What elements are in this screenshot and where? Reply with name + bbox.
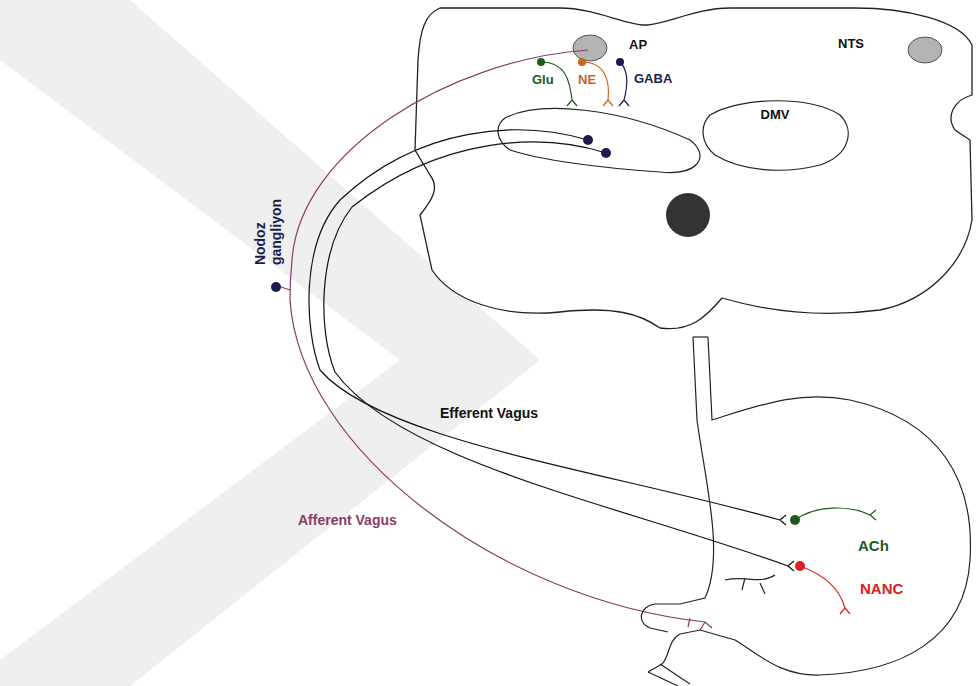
transmitter-label: Glu — [532, 73, 554, 88]
nerve-label: Efferent Vagus — [440, 405, 538, 421]
transmitter-label: GABA — [634, 72, 672, 87]
brainstem-outline — [415, 8, 972, 329]
area-label: AP — [629, 38, 647, 53]
neuron-body — [795, 561, 805, 571]
neuron-body — [790, 515, 800, 525]
interneurons — [541, 62, 629, 106]
area-label: NTS — [838, 37, 864, 52]
neuron-label: ACh — [858, 537, 889, 554]
transmitter-label: NE — [578, 73, 596, 88]
neuron-body — [616, 58, 624, 66]
enteric-neurons — [795, 508, 876, 614]
central-canal — [666, 193, 710, 237]
neuron-body — [537, 58, 545, 66]
neuron-body — [583, 135, 593, 145]
nucleus-label: DMV — [700, 107, 850, 122]
nucleus-outline: DMV — [700, 95, 850, 173]
nerve-label: Afferent Vagus — [298, 512, 397, 528]
neuron-label: NANC — [860, 580, 903, 597]
efferent-vagus — [309, 130, 794, 571]
nts-nucleus — [573, 35, 607, 61]
nucleus-shape — [700, 95, 850, 173]
ganglion-label: Nodoz gangliyon — [252, 193, 284, 265]
neuron-body — [601, 148, 611, 158]
stomach-outline — [641, 337, 970, 686]
nodose-ganglion — [271, 282, 281, 292]
nts-nucleus — [908, 37, 942, 63]
neuron-body — [578, 58, 586, 66]
afferent-vagus — [281, 50, 712, 630]
dmv-nucleus — [498, 109, 700, 173]
